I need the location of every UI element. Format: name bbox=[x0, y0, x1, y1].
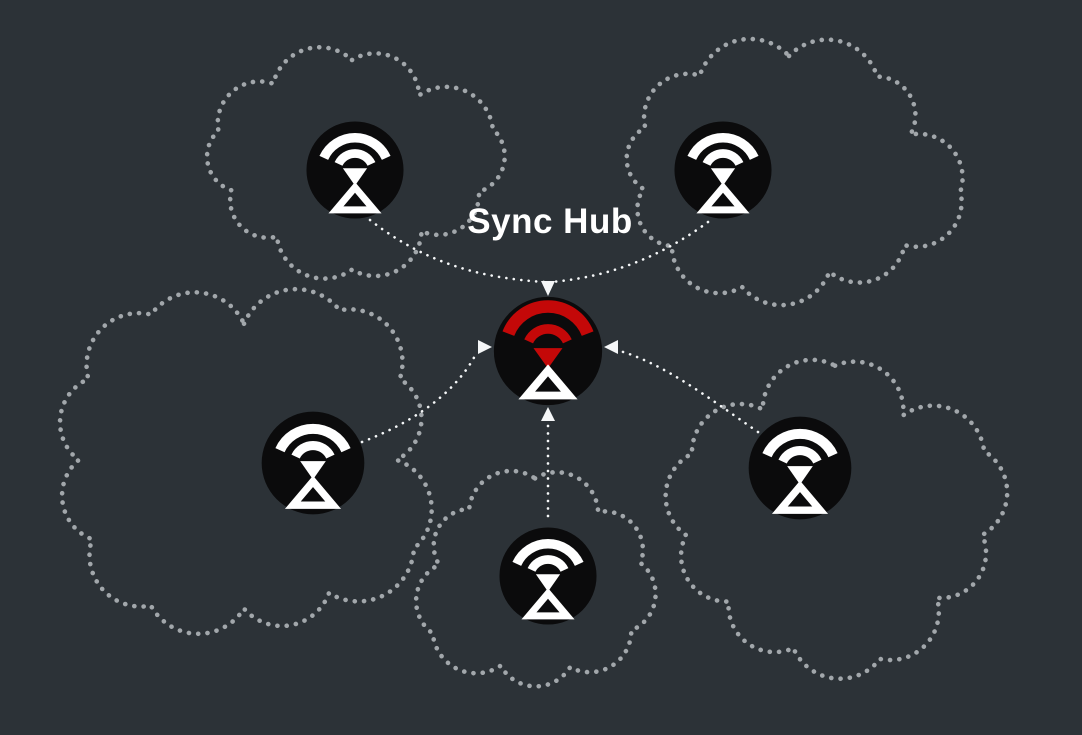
cloud-mid-left bbox=[57, 286, 434, 637]
cloud-top-right bbox=[624, 36, 965, 308]
peer-node-right bbox=[749, 417, 852, 520]
cloud-group bbox=[57, 36, 1010, 689]
arrowhead-down-icon bbox=[541, 281, 555, 296]
arrowhead-group bbox=[478, 281, 618, 421]
arrowhead-right-icon bbox=[478, 340, 492, 354]
arrowhead-left-icon bbox=[604, 340, 618, 354]
arrow-top-left-to-hub bbox=[368, 218, 547, 284]
peer-node-top-left bbox=[306, 121, 403, 218]
sync-hub-node bbox=[494, 297, 602, 405]
arrowhead-up-icon bbox=[541, 407, 555, 421]
peer-node-top-right bbox=[674, 121, 771, 218]
arrow-top-right-to-hub bbox=[549, 220, 710, 284]
cloud-top-left bbox=[204, 45, 507, 281]
sync-hub-label: Sync Hub bbox=[467, 202, 633, 241]
cloud-right bbox=[663, 357, 1010, 681]
arrow-right-to-hub bbox=[618, 349, 760, 434]
arrow-group bbox=[360, 218, 760, 518]
arrow-mid-left-to-hub bbox=[360, 350, 479, 444]
peer-node-bottom bbox=[499, 527, 596, 624]
peer-node-mid-left bbox=[262, 412, 365, 515]
